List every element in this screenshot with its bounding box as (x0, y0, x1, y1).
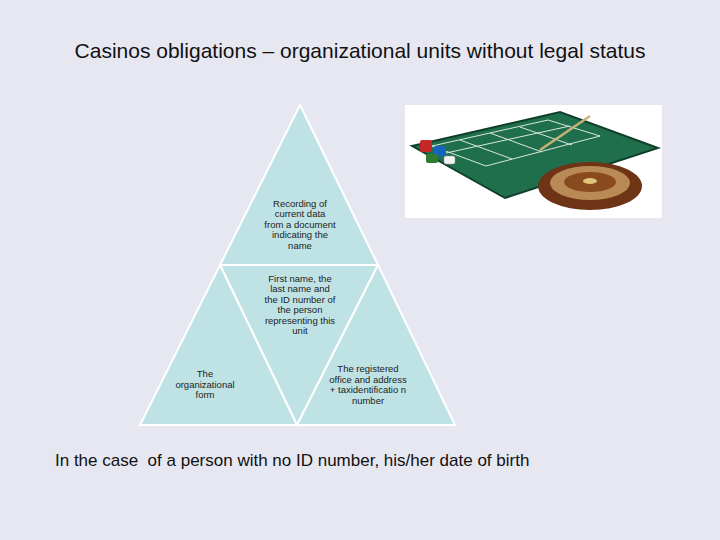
chip-stack (420, 140, 432, 152)
segment-text: The registered office and address + taxi… (328, 364, 408, 406)
table-grid (446, 126, 570, 153)
roulette-wheel (564, 172, 616, 192)
slide-title: Casinos obligations – organizational uni… (0, 38, 720, 64)
roulette-wheel (538, 162, 642, 210)
triangle-segment: The registered office and address + taxi… (297, 265, 455, 425)
roulette-wheel (583, 178, 597, 184)
triangle-segment: The organizational form (140, 265, 297, 425)
triangle-outline (220, 105, 378, 265)
footnote: In the case of a person with no ID numbe… (55, 451, 695, 471)
table-grid (460, 140, 512, 159)
triangle-outline (140, 265, 297, 425)
triangle-segment: Recording of current data from a documen… (220, 105, 378, 265)
picture-ground (405, 105, 662, 218)
chip-stack (426, 154, 438, 163)
triangle-shape (140, 265, 297, 425)
chip-stack (444, 156, 455, 164)
segment-text: The organizational form (167, 369, 243, 401)
croupier-stick (540, 116, 590, 150)
table-grid (490, 133, 542, 152)
segment-text: Recording of current data from a documen… (264, 199, 336, 252)
roulette-wheel (550, 166, 630, 200)
triangle-outline (297, 265, 455, 425)
table-grid (520, 127, 572, 145)
segment-text: First name, the last name and the ID num… (264, 274, 336, 337)
